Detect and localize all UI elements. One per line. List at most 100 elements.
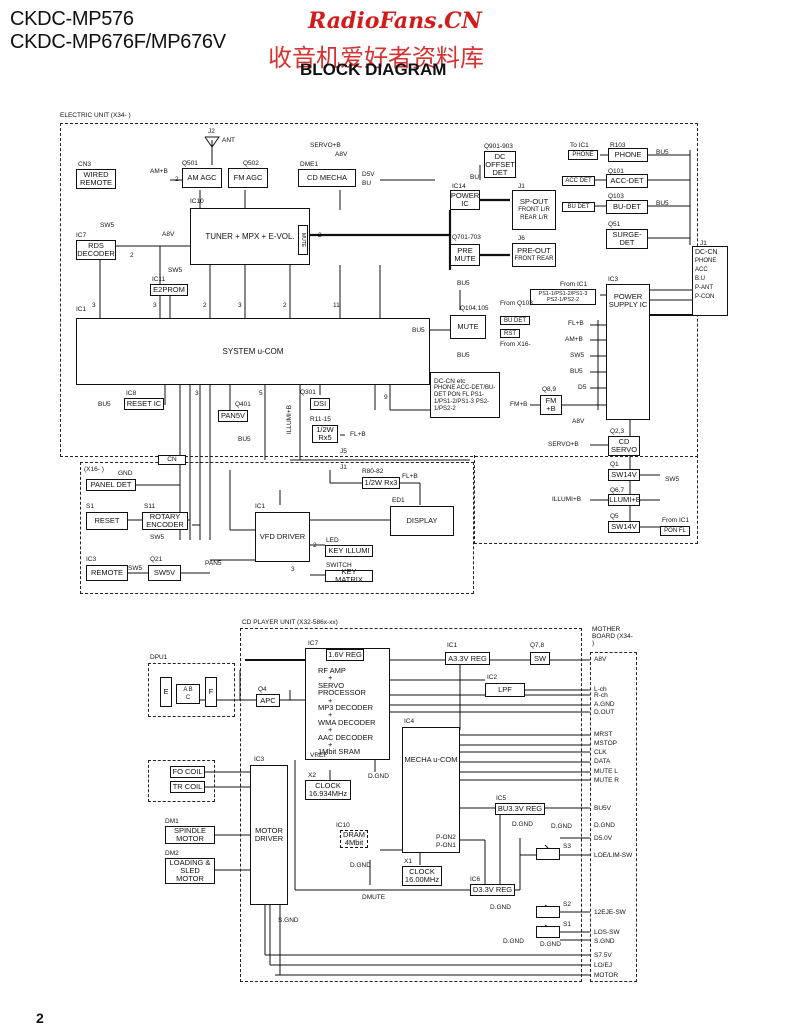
bus-count: 3 <box>153 302 157 309</box>
tuner-block: TUNER + MPX + E-VOL. <box>190 208 310 265</box>
dc-cn-pin-bu: B.U <box>695 276 706 282</box>
antenna-label: ANT <box>222 137 235 144</box>
pan5v-block: PAN5V <box>218 410 248 422</box>
mb-signal: MSTOP <box>594 740 617 747</box>
bus-count: 3 <box>92 302 96 309</box>
q103-label: Q103 <box>608 193 624 200</box>
bu-det-tag: BU DET <box>562 202 595 212</box>
lpf-block: LPF <box>485 683 525 697</box>
ed1-label: ED1 <box>392 497 405 504</box>
clock-16-00-block: CLOCK 16.00MHz <box>402 866 442 886</box>
bus-count: 2 <box>203 302 207 309</box>
dmute-label: DMUTE <box>362 894 386 901</box>
ic14-label: IC14 <box>452 183 466 190</box>
pan5-label: PAN5 <box>205 560 222 567</box>
q901-label: Q901-903 <box>484 143 513 150</box>
reg-1-6v-block: 1.6V REG <box>326 649 364 661</box>
mecha-ucom-block: MECHA u-COM <box>402 727 460 853</box>
bu5-label-d: BU5 <box>412 327 425 334</box>
ic4-cd-label: IC4 <box>404 718 415 725</box>
j1-front-label: J1 <box>340 464 347 471</box>
mb-signal: MUTE R <box>594 777 619 784</box>
ic7-line: + <box>328 725 333 735</box>
bu-label-2: BU <box>470 174 480 181</box>
coil-outline <box>148 760 215 802</box>
phone-block: PHONE <box>608 148 648 162</box>
sw5-label-a: SW5 <box>100 222 115 229</box>
q301-label: Q301 <box>300 389 316 396</box>
q5-label: Q5 <box>610 513 619 520</box>
dc-cn-title: DC-CN <box>695 249 718 256</box>
tuner-mute-tag: MUTE <box>298 225 308 255</box>
ic3-label: IC3 <box>608 276 619 283</box>
switch-label: SWITCH <box>326 562 352 569</box>
sw5v-block: SW5V <box>148 565 181 581</box>
dccn-etc-list: PHONE ACC-DET/BU-DET PON FL PS1-1/PS1-2/… <box>434 384 496 412</box>
apc-block: APC <box>256 694 280 707</box>
acc-det-tag: ACC DET <box>562 176 595 186</box>
q21-label: Q21 <box>150 556 163 563</box>
bus-count: 11 <box>333 302 340 309</box>
cd-servo-block: CD SERVO <box>608 436 640 456</box>
dc-cn-pin-acc: ACC <box>695 267 708 273</box>
ic7-line: + <box>328 740 333 750</box>
sp-out-channels: FRONT L/R REAR L/R <box>518 207 550 221</box>
fm-agc-block: FM AGC <box>228 168 268 188</box>
fl-b-front-label: FL+B <box>402 473 418 480</box>
s2-label: S2 <box>563 901 571 908</box>
ic10-label: IC10 <box>190 198 204 205</box>
dm1-label: DM1 <box>165 818 179 825</box>
bus-count: 3 <box>238 302 242 309</box>
illumi-b-block: ILLUMI+B <box>607 494 641 506</box>
ic7-line: + <box>328 673 333 683</box>
vref-label: VREF <box>310 752 328 759</box>
surge-det-block: SURGE- DET <box>606 229 648 249</box>
loading-sled-motor-block: LOADING & SLED MOTOR <box>165 858 215 884</box>
rail-amb: AM+B <box>565 336 583 343</box>
dram-block: DRAM 4Mbit <box>340 830 368 848</box>
clock-16-934-block: CLOCK 16.934MHz <box>305 780 351 800</box>
ic10-cd-label: IC10 <box>336 822 350 829</box>
model-title-1: CKDC-MP576 <box>10 8 134 30</box>
ic1-front-label: IC1 <box>255 503 266 510</box>
sw5-label-c: SW5 <box>665 476 680 483</box>
switch-s2 <box>536 906 560 918</box>
switch-s1 <box>536 926 560 938</box>
q67-label: Q6,7 <box>610 487 625 494</box>
dgnd-label: D.GND <box>503 938 524 945</box>
ic7-line: + <box>328 710 333 720</box>
ic8-label: IC8 <box>126 390 137 397</box>
tr-coil-block: TR COIL <box>170 781 205 793</box>
electric-unit-label: ELECTRIC UNIT (X34- ) <box>60 112 131 119</box>
dpu-ab: A B <box>183 687 193 693</box>
rst-tag: RST <box>500 329 520 338</box>
ic1-cd-label: IC1 <box>447 642 458 649</box>
sw-block: SW <box>530 652 550 665</box>
sw5-front-a: SW5 <box>150 534 165 541</box>
mb-signal: LOE/LIM-SW <box>594 852 633 859</box>
ic7-cd-label: IC7 <box>308 640 319 647</box>
sw5-label-b: SW5 <box>168 267 183 274</box>
ps-lines-tag: PS1-1/PS1-2/PS1-3 PS2-1/PS2-2 <box>530 289 596 305</box>
page-title: BLOCK DIAGRAM <box>300 60 447 79</box>
a3-3v-reg-block: A3.3V REG <box>445 652 490 665</box>
rail-bu5: BU5 <box>570 368 583 375</box>
mb-signal: D.GND <box>594 822 615 829</box>
dme1-label: DME1 <box>300 161 319 168</box>
page-number: 2 <box>36 1010 44 1026</box>
illumi-b-label: ILLUMI+B <box>286 405 293 435</box>
cd-unit-label: CD PLAYER UNIT (X32-586x-xx) <box>242 619 338 626</box>
ic7-line: 1Mbit SRAM <box>318 747 361 757</box>
pre-mute-block: PRE MUTE <box>450 244 480 266</box>
ic3-cd-label: IC3 <box>254 756 265 763</box>
dgnd-label: D.GND <box>512 821 533 828</box>
a8v-cd-label: A8V <box>594 656 607 663</box>
bus-count: 2 <box>318 232 322 239</box>
mb-signal: 12EJE-SW <box>594 909 626 916</box>
rail-sw5: SW5 <box>570 352 585 359</box>
s3-label: S3 <box>563 843 571 850</box>
bus-count: 2 <box>313 542 317 549</box>
dsi-block: DSI <box>310 398 330 410</box>
fm-b-block: FM +B <box>540 395 562 415</box>
